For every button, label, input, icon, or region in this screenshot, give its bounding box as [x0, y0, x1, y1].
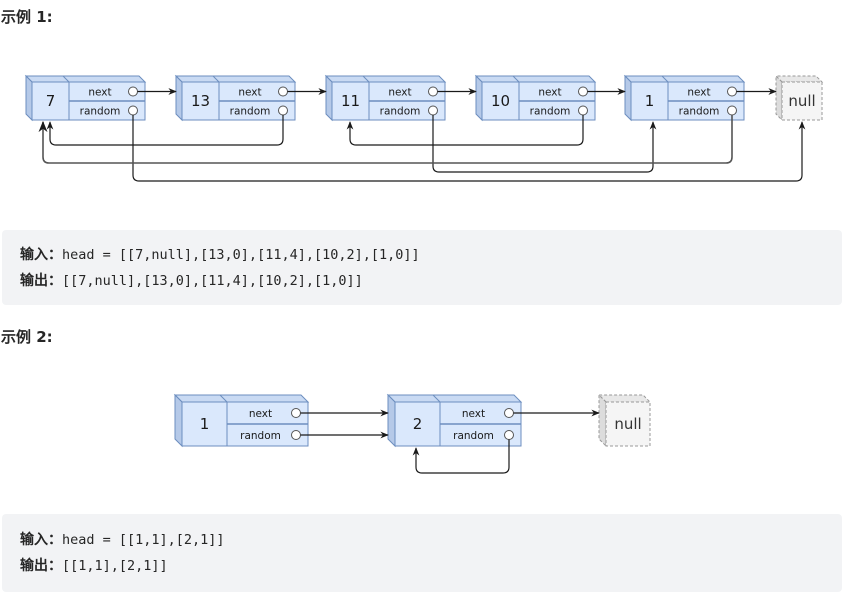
next-pointer-dot: [278, 86, 288, 97]
node-top-face: [324, 75, 447, 83]
output-label: 输出：: [20, 273, 62, 289]
next-pointer-dot: [578, 86, 588, 97]
null-node: null: [774, 74, 824, 122]
random-pointer-dot: [128, 105, 138, 116]
next-label: next: [462, 408, 485, 420]
node-value: 1: [200, 415, 210, 433]
node-side-face: [175, 74, 183, 122]
list-node: 2 next random: [386, 393, 523, 448]
output-value: [[1,1],[2,1]]: [62, 558, 168, 574]
random-arrow: [412, 439, 510, 474]
output-label: 输出：: [20, 558, 62, 574]
example-2-heading: 示例 2:: [1, 328, 53, 346]
input-label: 输入：: [20, 247, 62, 263]
random-label: random: [240, 430, 281, 442]
list-node: 7 next random: [24, 74, 147, 122]
node-side-face: [325, 74, 333, 122]
input-value: head = [[7,null],[13,0],[11,4],[10,2],[1…: [62, 247, 420, 263]
random-pointer-dot: [727, 105, 737, 116]
example-2-output-line: 输出：[[1,1],[2,1]]: [20, 555, 168, 575]
node-side-face: [475, 74, 483, 122]
example-1-heading: 示例 1:: [1, 8, 53, 26]
null-front-face: [781, 81, 823, 121]
random-label: random: [453, 430, 494, 442]
node-top-face: [174, 75, 297, 83]
node-top-face: [173, 394, 310, 403]
example-2-input-line: 输入：head = [[1,1],[2,1]]: [20, 529, 225, 549]
list-node: 10 next random: [474, 74, 597, 122]
node-top-face: [474, 75, 597, 83]
list-node: 1 next random: [623, 74, 746, 122]
next-pointer-dot: [727, 86, 737, 97]
node-value: 7: [46, 92, 56, 110]
node-value: 1: [645, 92, 655, 110]
next-pointer-dot: [428, 86, 438, 97]
next-label: next: [238, 87, 261, 99]
null-label: null: [788, 92, 815, 110]
node-value: 13: [191, 92, 210, 110]
list-node: 11 next random: [324, 74, 447, 122]
output-value: [[7,null],[13,0],[11,4],[10,2],[1,0]]: [62, 273, 363, 289]
random-arrow: [346, 115, 584, 146]
list-node: 1 next random: [173, 393, 310, 448]
random-pointer-dot: [504, 430, 514, 440]
node-side-face: [387, 393, 396, 448]
next-label: next: [388, 87, 411, 99]
random-label: random: [80, 106, 121, 118]
next-label: next: [249, 408, 272, 420]
random-arrow: [38, 115, 733, 164]
null-node: null: [597, 393, 652, 448]
list-node: 13 next random: [174, 74, 297, 122]
null-top-face: [774, 75, 824, 83]
null-side-face: [598, 393, 607, 448]
example-2-codebox: 输入：head = [[1,1],[2,1]] 输出：[[1,1],[2,1]]: [2, 514, 842, 592]
random-label: random: [530, 106, 571, 118]
input-value: head = [[1,1],[2,1]]: [62, 532, 225, 548]
next-pointer-dot: [128, 86, 138, 97]
random-arrow: [46, 115, 284, 146]
random-label: random: [230, 106, 271, 118]
null-label: null: [614, 415, 641, 433]
null-top-face: [597, 394, 652, 403]
example-1-diagram: 7 next random 13 next random 11 next random 10 nex…: [24, 74, 824, 182]
random-pointer-dot: [578, 105, 588, 116]
node-top-face: [386, 394, 523, 403]
next-pointer-dot: [504, 408, 514, 418]
null-side-face: [775, 74, 783, 122]
node-top-face: [24, 75, 147, 83]
random-arrow: [132, 115, 806, 182]
node-value: 2: [413, 415, 423, 433]
next-label: next: [538, 87, 561, 99]
input-label: 输入：: [20, 532, 62, 548]
next-label: next: [88, 87, 111, 99]
next-label: next: [687, 87, 710, 99]
random-label: random: [679, 106, 720, 118]
random-arrow: [432, 115, 657, 173]
random-pointer-dot: [291, 430, 301, 440]
example-1-codebox: 输入：head = [[7,null],[13,0],[11,4],[10,2]…: [2, 230, 842, 305]
random-pointer-dot: [428, 105, 438, 116]
node-value: 10: [491, 92, 510, 110]
example-1-input-line: 输入：head = [[7,null],[13,0],[11,4],[10,2]…: [20, 244, 420, 264]
node-value: 11: [341, 92, 360, 110]
node-front-face: [394, 401, 522, 447]
node-side-face: [624, 74, 632, 122]
node-front-face: [181, 401, 309, 447]
random-label: random: [380, 106, 421, 118]
null-front-face: [605, 401, 651, 447]
node-side-face: [25, 74, 33, 122]
node-top-face: [623, 75, 746, 83]
random-pointer-dot: [278, 105, 288, 116]
example-1-output-line: 输出：[[7,null],[13,0],[11,4],[10,2],[1,0]]: [20, 270, 363, 290]
node-side-face: [174, 393, 183, 448]
next-pointer-dot: [291, 408, 301, 418]
